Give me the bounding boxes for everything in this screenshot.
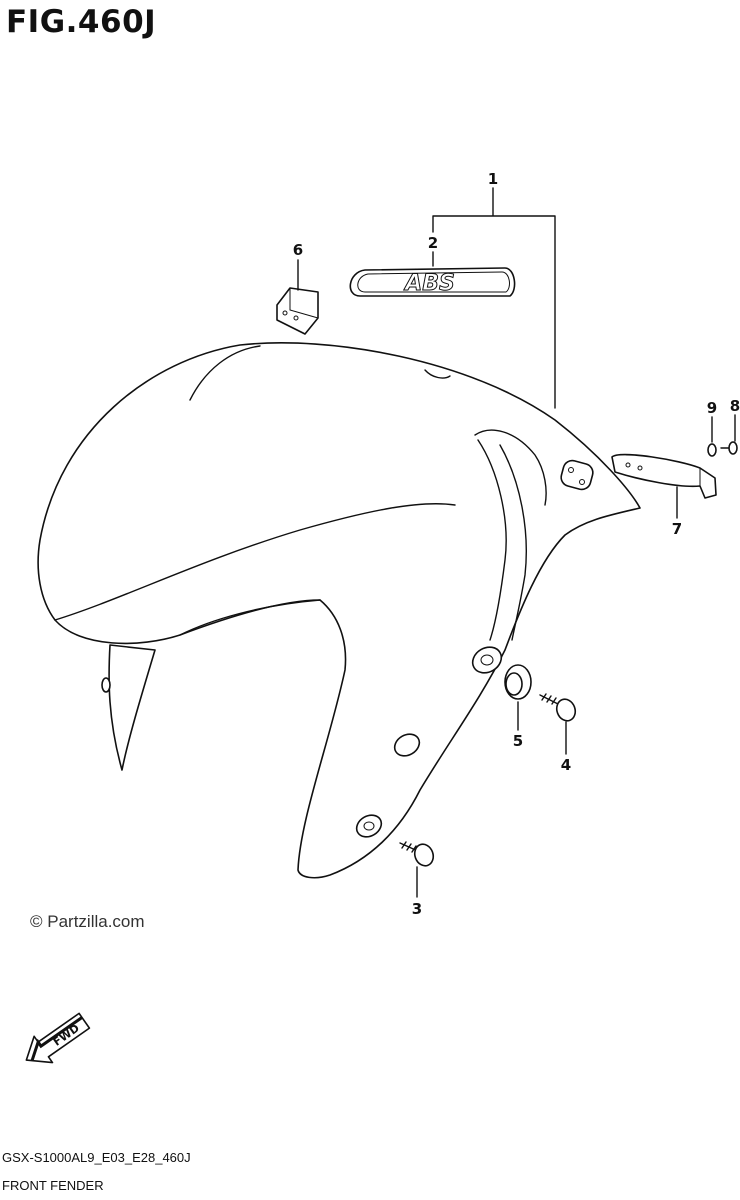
model-code: GSX-S1000AL9_E03_E28_460J (2, 1150, 191, 1165)
callout-2: 2 (428, 234, 438, 252)
bracket-7-drawing (611, 453, 717, 499)
callout-6: 6 (293, 241, 303, 259)
bracket-6-drawing (276, 287, 319, 335)
callout-5: 5 (513, 732, 523, 750)
fwd-arrow-icon: FWD (25, 1012, 91, 1064)
washer-drawing (707, 443, 717, 457)
callout-3: 3 (412, 900, 422, 918)
bolt-4-drawing (539, 693, 577, 722)
watermark: © Partzilla.com (30, 912, 145, 931)
callout-8: 8 (730, 397, 740, 415)
abs-decal-text: ABS (403, 271, 455, 296)
abs-decal-drawing: ABS (349, 267, 516, 297)
callout-1: 1 (488, 170, 498, 188)
screw-8-drawing (720, 441, 738, 455)
leader-lines (297, 187, 736, 898)
callout-9: 9 (707, 399, 717, 417)
grommet-drawing (504, 664, 532, 700)
fender-drawing (37, 342, 641, 879)
section-name: FRONT FENDER (2, 1178, 104, 1193)
callout-4: 4 (561, 756, 571, 774)
bolt-3-drawing (399, 841, 435, 867)
figure-title: FIG.460J (6, 4, 157, 40)
callout-7: 7 (672, 520, 682, 538)
